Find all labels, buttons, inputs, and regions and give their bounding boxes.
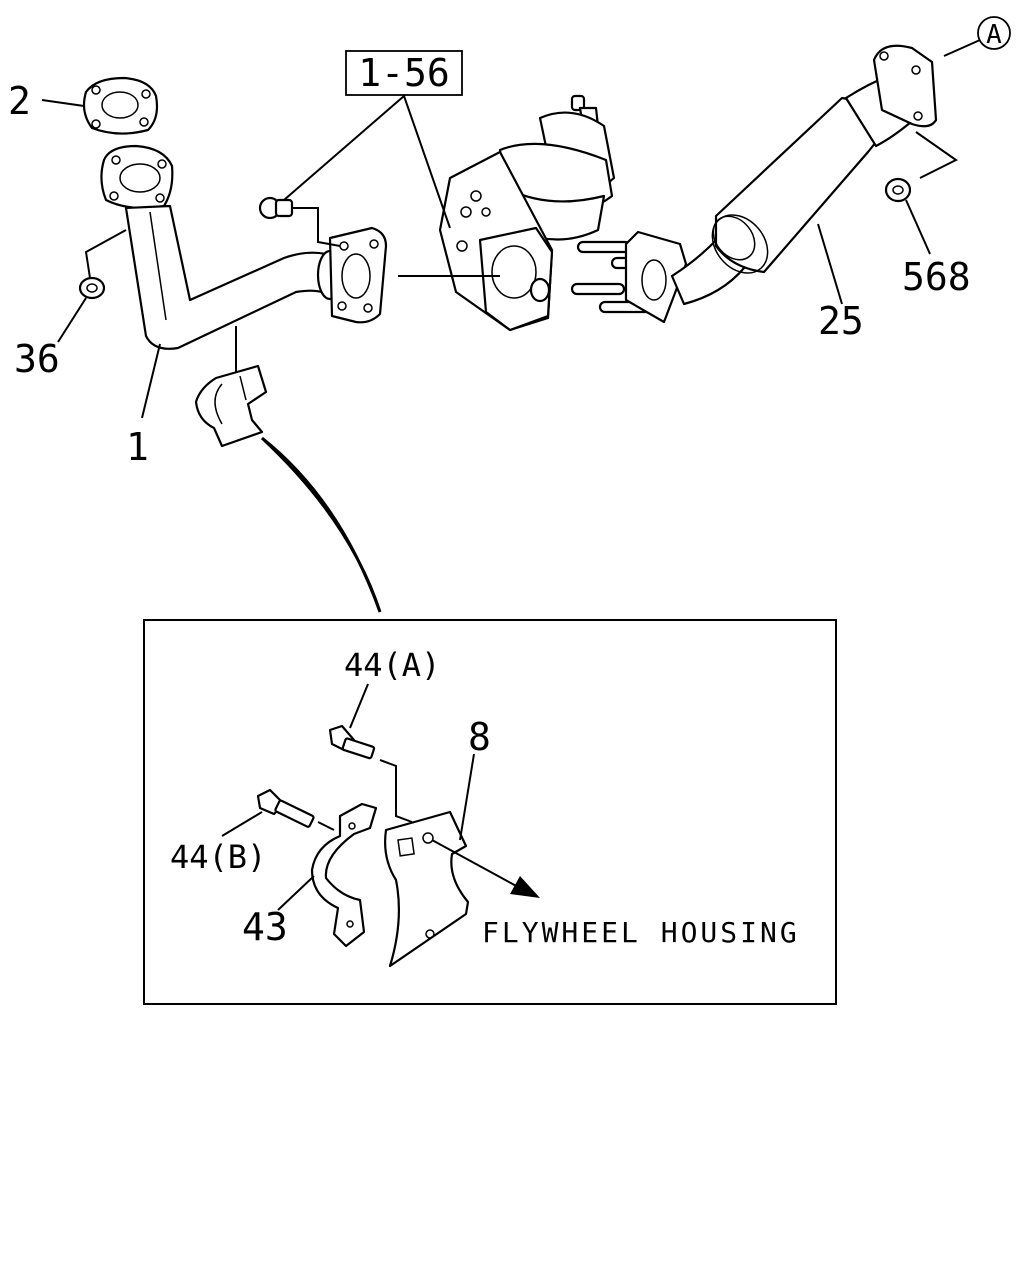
nut-36-part <box>78 276 106 300</box>
ref-a-label: A <box>986 20 1002 50</box>
leader-25 <box>817 223 843 305</box>
leader-8 <box>459 753 475 841</box>
flange-bolt-part <box>258 196 294 220</box>
leader-1-56 <box>283 94 451 229</box>
bolt-44a-part <box>328 724 376 760</box>
label-568: 568 <box>902 255 971 299</box>
leader-44a-hole <box>379 759 413 823</box>
leader-1 <box>141 343 161 419</box>
leader-568 <box>905 199 931 255</box>
label-1: 1 <box>126 425 149 469</box>
flywheel-arrow-head <box>510 876 540 898</box>
label-44a: 44(A) <box>344 646 440 684</box>
leader-36 <box>57 297 87 343</box>
bracket-8-part <box>384 810 470 968</box>
label-43: 43 <box>242 905 288 949</box>
bolt-44b-part <box>256 788 315 828</box>
leader-568-stud <box>915 131 958 179</box>
gasket-part <box>82 76 159 135</box>
flywheel-arrow-line <box>431 839 521 889</box>
muffler-pipe-part <box>624 44 938 324</box>
label-25: 25 <box>818 299 864 343</box>
nut-568-part <box>884 177 912 203</box>
detail-arrow <box>260 436 382 613</box>
leader-2 <box>41 99 85 107</box>
detail-box <box>143 619 837 1005</box>
label-8: 8 <box>468 715 491 759</box>
front-pipe-part <box>100 144 388 350</box>
ref-box-1-56 <box>345 50 463 96</box>
label-44b: 44(B) <box>170 838 266 876</box>
label-flywheel-housing: FLYWHEEL HOUSING <box>482 916 800 949</box>
leader-bolt <box>292 207 341 247</box>
ref-a-circle <box>977 16 1011 50</box>
leader-44b <box>221 811 263 837</box>
clamp-43-part <box>310 802 378 948</box>
leader-a <box>943 39 981 57</box>
label-2: 2 <box>8 79 31 123</box>
leader-36-stud <box>84 229 127 279</box>
label-36: 36 <box>14 337 60 381</box>
ref-box-label: 1-56 <box>358 51 450 95</box>
pipe-clamp-part <box>194 364 268 448</box>
exhaust-brake-part <box>438 94 616 332</box>
leader-43 <box>277 875 315 911</box>
leader-44b-hole <box>317 821 335 831</box>
leader-44a <box>349 683 369 729</box>
